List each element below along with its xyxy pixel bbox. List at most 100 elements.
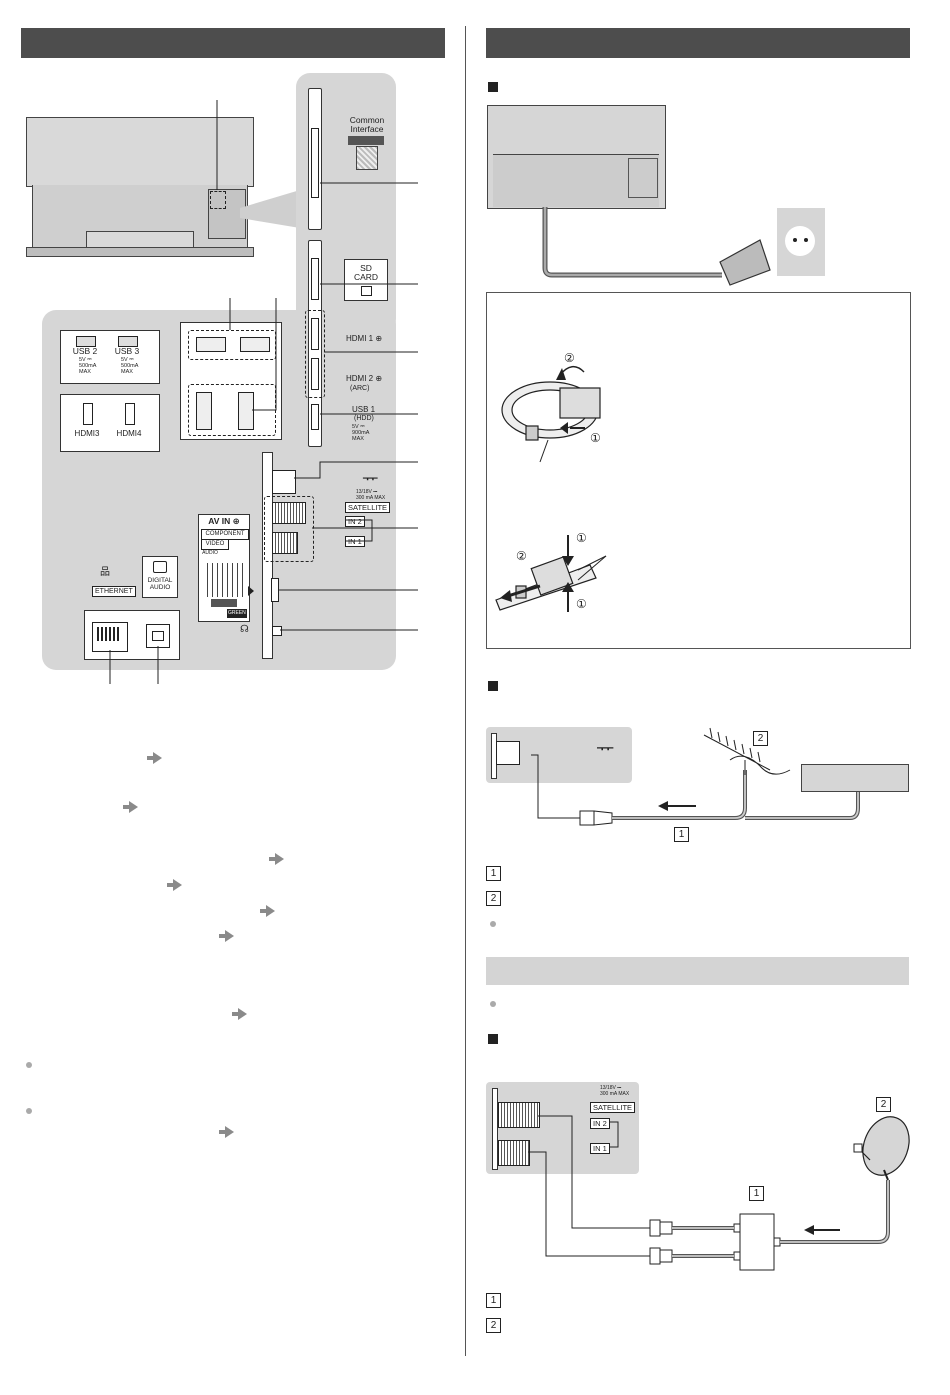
bullet-left-2: [26, 1108, 32, 1114]
sd-slot[interactable]: [311, 258, 319, 300]
hdmi3-label: HDMI3: [74, 429, 100, 438]
reference-arrow-icon-6: [219, 930, 234, 942]
av-in-label: AV IN ⊕: [208, 516, 240, 526]
tv-aerial-box: [801, 764, 909, 792]
video-label: VIDEO: [201, 539, 229, 550]
reference-arrow-icon-3: [269, 853, 284, 865]
ethernet-network-icon: 品: [100, 567, 110, 578]
usb3-port[interactable]: [240, 337, 270, 352]
sat-power-label: 13/18V ⎓ 300 mA MAX: [356, 489, 386, 501]
hdmi12-dashed-group: [305, 310, 325, 398]
usb2-label: USB 2: [72, 346, 98, 356]
hdmi34-badge: HDMI3 HDMI4: [60, 394, 160, 452]
clamp-step-2-b: ②: [516, 549, 527, 563]
clamp-step-1-a: ①: [590, 431, 601, 445]
left-section-header-bar: [21, 28, 445, 58]
aerial-list-number-2: 2: [486, 891, 501, 906]
digital-audio-port[interactable]: [146, 624, 170, 648]
section-marker-mains: [488, 82, 498, 92]
reference-arrow-icon-7: [232, 1008, 247, 1020]
hdmi2-label: HDMI 2 ⊕: [346, 374, 383, 383]
sat-in2-port[interactable]: [272, 502, 306, 524]
reference-arrow-icon-8: [219, 1126, 234, 1138]
usb3-label: USB 3: [114, 346, 140, 356]
clamp-step-1-c: ①: [576, 597, 587, 611]
clamp-step-2-a: ②: [564, 351, 575, 365]
bullet-left-1: [26, 1062, 32, 1068]
hdmi4-port[interactable]: [238, 392, 254, 430]
sat-list-number-1: 1: [486, 1293, 501, 1308]
hdmi1-label: HDMI 1 ⊕: [346, 334, 383, 343]
usb1-label: USB 1: [352, 405, 376, 414]
usb1-port[interactable]: [311, 404, 319, 430]
in2-label: IN 2: [345, 516, 365, 527]
section-marker-satellite: [488, 1034, 498, 1044]
sat-list-number-2: 2: [486, 1318, 501, 1333]
satellite-label: SATELLITE: [345, 502, 391, 513]
headphone-icon: ☊: [240, 624, 249, 635]
av-in-badge: AV IN ⊕ COMPONENT VIDEO AUDIO GREEN: [198, 514, 250, 622]
bullet-right-1: [490, 921, 496, 927]
digital-audio-badge: DIGITAL AUDIO: [142, 556, 178, 598]
ethernet-port[interactable]: [92, 622, 128, 652]
common-interface-label: Common Interface: [349, 115, 385, 134]
usb2-port[interactable]: [196, 337, 226, 352]
av-in-pointer: [248, 586, 254, 596]
usb23-badge: USB 2 USB 3 5V ⎓ 500mA MAX 5V ⎓ 500mA MA…: [60, 330, 160, 384]
reference-arrow-icon-2: [123, 801, 138, 813]
hdmi2-arc-label: (ARC): [350, 385, 370, 392]
hdmi4-label: HDMI4: [116, 429, 142, 438]
sat-number-2: 2: [876, 1097, 891, 1112]
in1-label-right: IN 1: [590, 1143, 610, 1154]
headphone-port[interactable]: [272, 626, 282, 636]
aerial-number-2: 2: [753, 731, 768, 746]
tv-rear-mains: [487, 105, 666, 209]
ci-card-icon: [348, 136, 384, 145]
usb3-power-label: 5V ⎓ 500mA MAX: [121, 357, 139, 375]
ci-slot[interactable]: [311, 128, 319, 198]
satellite-header-bar: [486, 957, 909, 985]
right-section-header-bar: [486, 28, 910, 58]
aerial-list-number-1: 1: [486, 866, 501, 881]
sd-card-label: SD CARD: [353, 263, 379, 282]
hdmi3-port[interactable]: [196, 392, 212, 430]
sat-power-label-right: 13/18V ⎓ 300 mA MAX: [600, 1085, 630, 1097]
wall-socket: [777, 208, 825, 276]
digital-audio-label: DIGITAL AUDIO: [147, 577, 173, 591]
aerial-symbol-icon: ᅲ: [362, 469, 379, 489]
sat-in1-port[interactable]: [272, 532, 298, 554]
reference-arrow-icon-1: [147, 752, 162, 764]
satellite-terminal-panel: [486, 1082, 639, 1174]
ci-card-graphic: [356, 146, 378, 170]
aerial-port[interactable]: [272, 470, 296, 494]
reference-arrow-icon-4: [167, 879, 182, 891]
cable-clamp-frame: [486, 292, 911, 649]
satellite-label-right: SATELLITE: [590, 1102, 636, 1113]
bullet-right-2: [490, 1001, 496, 1007]
aerial-number-1: 1: [674, 827, 689, 842]
section-marker-aerial: [488, 681, 498, 691]
antenna-terminal-strip: [262, 452, 273, 659]
sat-dashed-group: [264, 496, 314, 562]
green-label: GREEN: [227, 609, 247, 618]
ethernet-label: ETHERNET: [92, 586, 136, 597]
hdmi2-port[interactable]: [311, 358, 319, 390]
sd-card-badge: SD CARD: [344, 259, 388, 301]
reference-arrow-icon-5: [260, 905, 275, 917]
in2-label-right: IN 2: [590, 1118, 610, 1129]
aerial-terminal-panel: ᅲ: [486, 727, 632, 783]
clamp-step-1-b: ①: [576, 531, 587, 545]
usb2-power-label: 5V ⎓ 500mA MAX: [79, 357, 97, 375]
audio-label: AUDIO: [202, 550, 218, 556]
column-divider: [465, 26, 466, 1356]
usb1-hdd-label: (HDD): [354, 415, 374, 422]
usb1-power-label: 5V ⎓ 900mA MAX: [352, 424, 370, 442]
hdmi1-port[interactable]: [311, 318, 319, 350]
